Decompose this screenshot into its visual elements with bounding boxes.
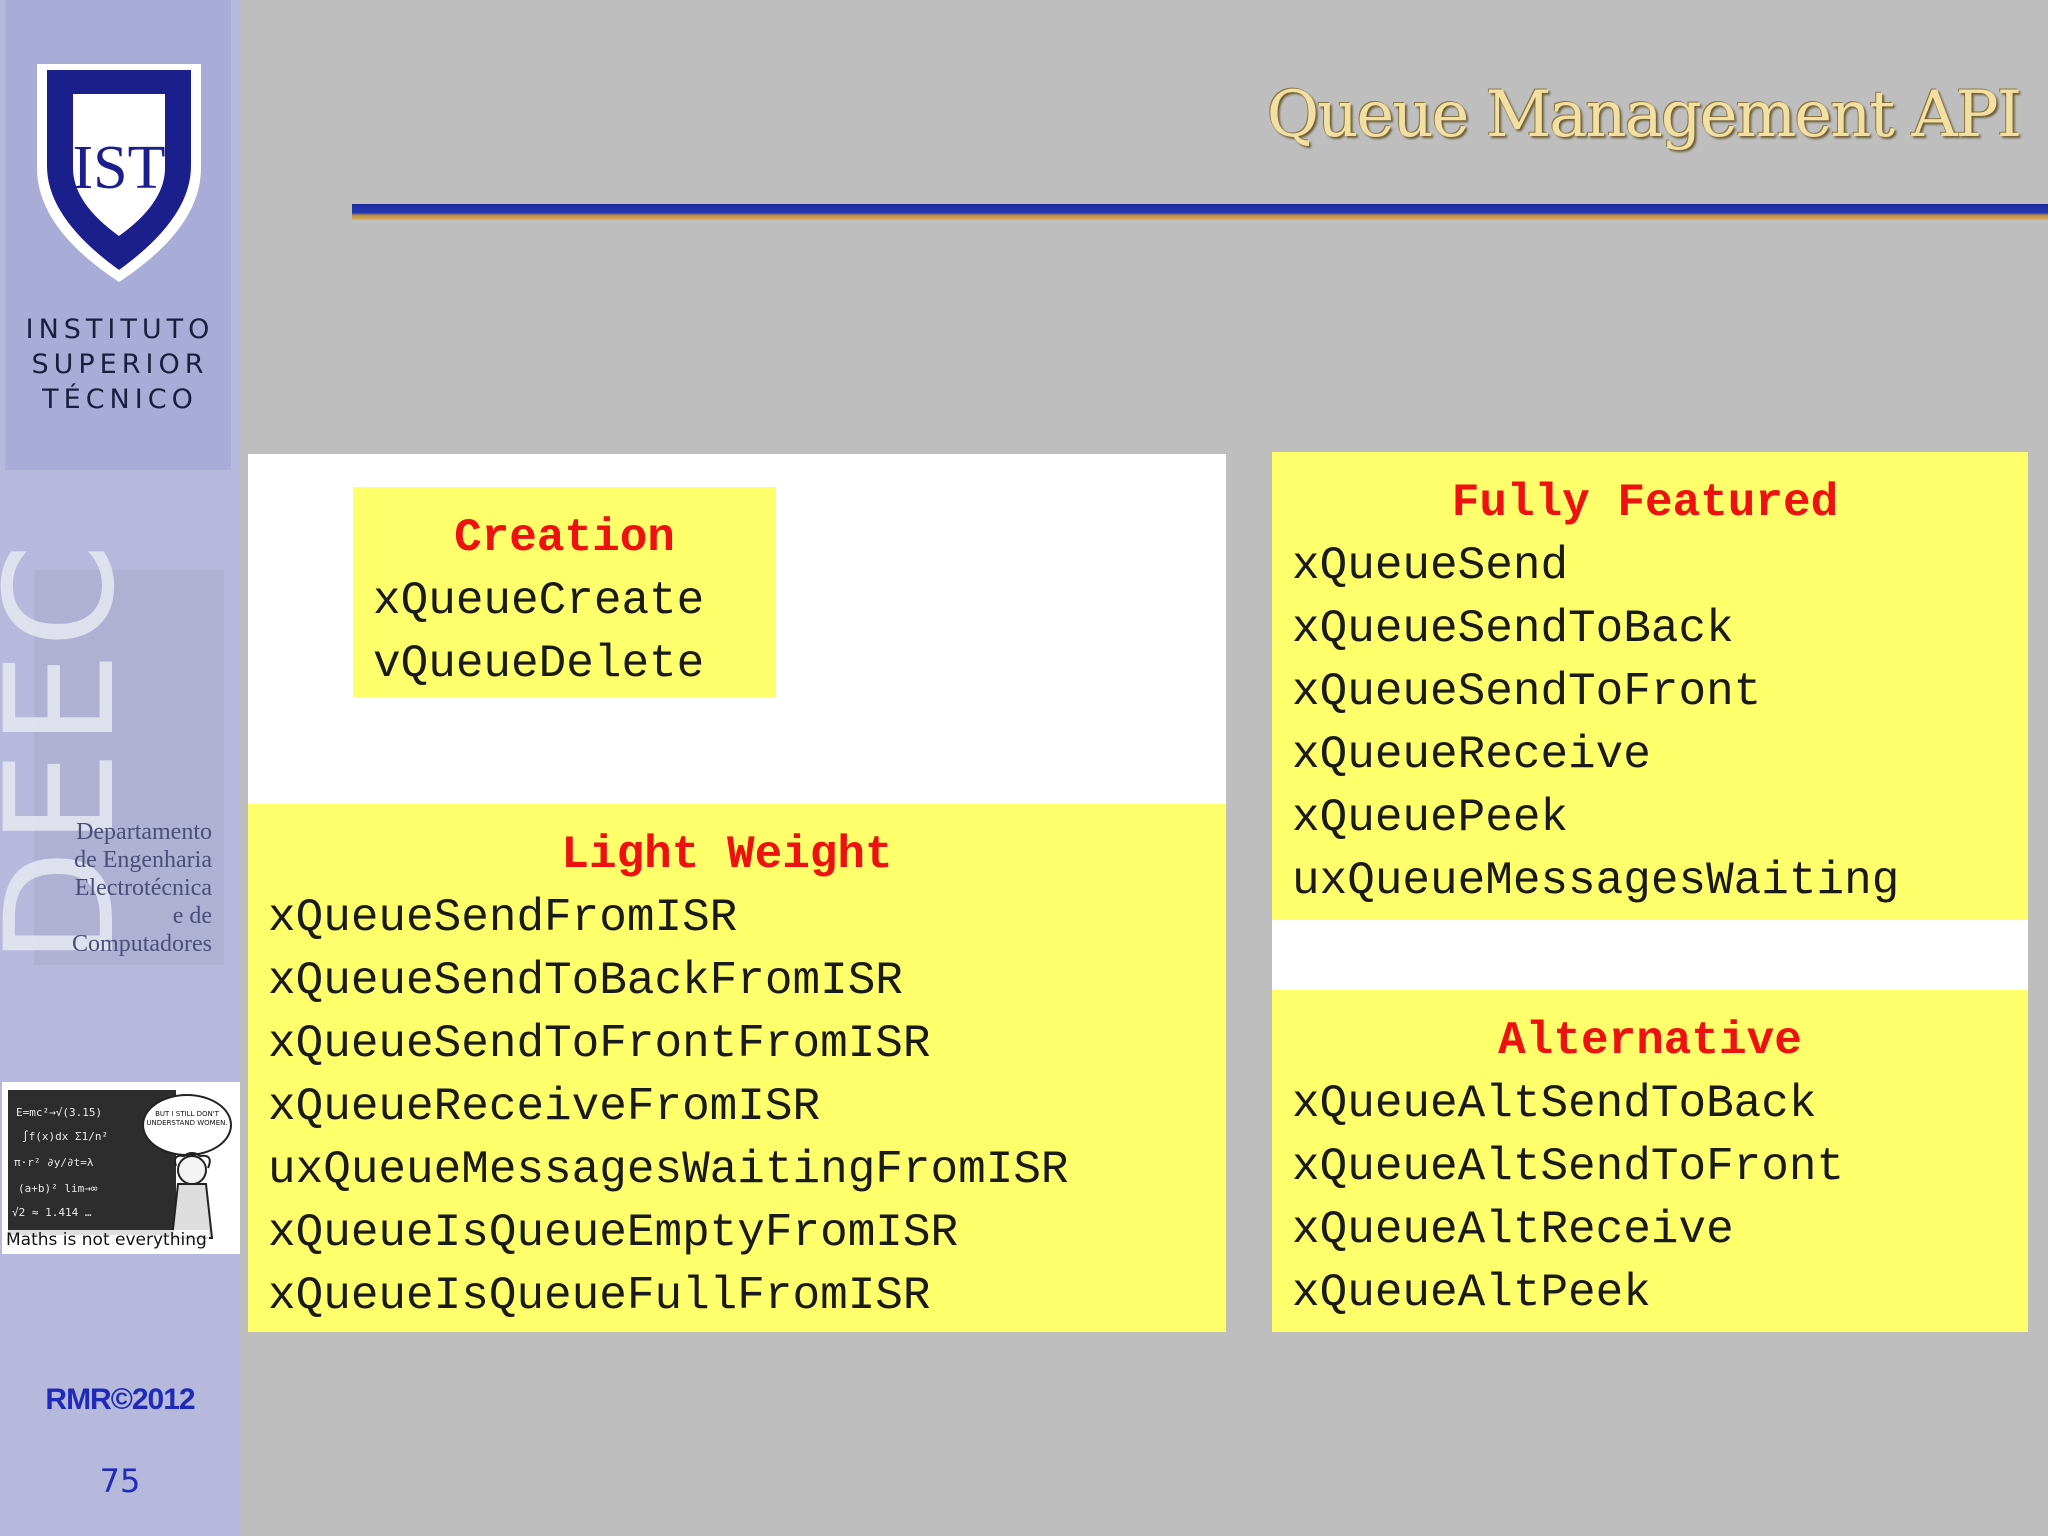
api-function: xQueueSendToBackFromISR <box>268 955 903 1007</box>
einstein-cartoon: E=mc²→√(3.15) ∫f(x)dx Σ1/n² π·r² ∂y/∂t=λ… <box>2 1082 240 1254</box>
alternative-group: Alternative xQueueAltSendToBack xQueueAl… <box>1272 990 2028 1332</box>
institute-name-line-1: INSTITUTO <box>25 314 215 345</box>
api-function: xQueuePeek <box>1292 792 1569 844</box>
api-function: xQueueAltPeek <box>1292 1267 1651 1319</box>
api-function: xQueueIsQueueEmptyFromISR <box>268 1207 959 1259</box>
api-function: xQueueSend <box>1292 540 1569 592</box>
right-panel-gap <box>1272 920 2028 990</box>
department-line: Computadores <box>72 931 212 957</box>
api-function: xQueueAltSendToFront <box>1292 1141 1845 1193</box>
light-weight-group: Light Weight xQueueSendFromISR xQueueSen… <box>248 804 1226 1332</box>
api-function: xQueueAltReceive <box>1292 1204 1734 1256</box>
ist-logo-panel: IST <box>5 0 231 470</box>
title-rule <box>352 204 2048 220</box>
api-function: xQueueSendToBack <box>1292 603 1734 655</box>
ist-logo-letters: IST <box>73 134 166 202</box>
department-line: Electrotécnica <box>74 875 212 901</box>
api-function: vQueueDelete <box>373 638 705 690</box>
fully-featured-heading: Fully Featured <box>1451 477 1839 529</box>
api-function: xQueueSendToFront <box>1292 666 1762 718</box>
api-function: uxQueueMessagesWaitingFromISR <box>268 1144 1069 1196</box>
department-name: Departamento de Engenharia Electrotécnic… <box>72 818 212 958</box>
creation-group: Creation xQueueCreate vQueueDelete <box>353 487 776 697</box>
alternative-heading: Alternative <box>1498 1015 1802 1067</box>
department-line: e de <box>172 903 212 929</box>
institute-name-line-3: TÉCNICO <box>42 384 198 415</box>
slide-title: Queue Management API <box>1266 78 2022 152</box>
creation-heading: Creation <box>454 512 675 564</box>
department-line: Departamento <box>76 819 212 845</box>
department-line: de Engenharia <box>74 847 212 873</box>
sidebar: IST INSTITUTO SUPERIOR TÉCNICO DEEC Depa… <box>0 0 240 1536</box>
api-function: xQueueSendFromISR <box>268 892 738 944</box>
institute-name-line-2: SUPERIOR <box>31 349 209 380</box>
api-function: xQueueIsQueueFullFromISR <box>268 1270 931 1322</box>
api-function: uxQueueMessagesWaiting <box>1292 855 1900 907</box>
speech-bubble: BUT I STILL DON'T UNDERSTAND WOMEN. <box>142 1094 232 1156</box>
light-weight-heading: Light Weight <box>561 829 893 881</box>
cartoon-caption: Maths is not everything <box>4 1230 209 1250</box>
api-function: xQueueReceiveFromISR <box>268 1081 821 1133</box>
copyright-notice: RMR©2012 <box>45 1383 195 1416</box>
api-function: xQueueAltSendToBack <box>1292 1078 1817 1130</box>
api-function: xQueueReceive <box>1292 729 1651 781</box>
api-function: xQueueCreate <box>373 575 705 627</box>
ist-shield-logo: IST <box>37 64 201 282</box>
einstein-figure-icon <box>170 1152 214 1239</box>
page-number: 75 <box>99 1462 141 1500</box>
fully-featured-group: Fully Featured xQueueSend xQueueSendToBa… <box>1272 452 2028 920</box>
api-function: xQueueSendToFrontFromISR <box>268 1018 931 1070</box>
deec-logo-panel <box>34 570 224 965</box>
